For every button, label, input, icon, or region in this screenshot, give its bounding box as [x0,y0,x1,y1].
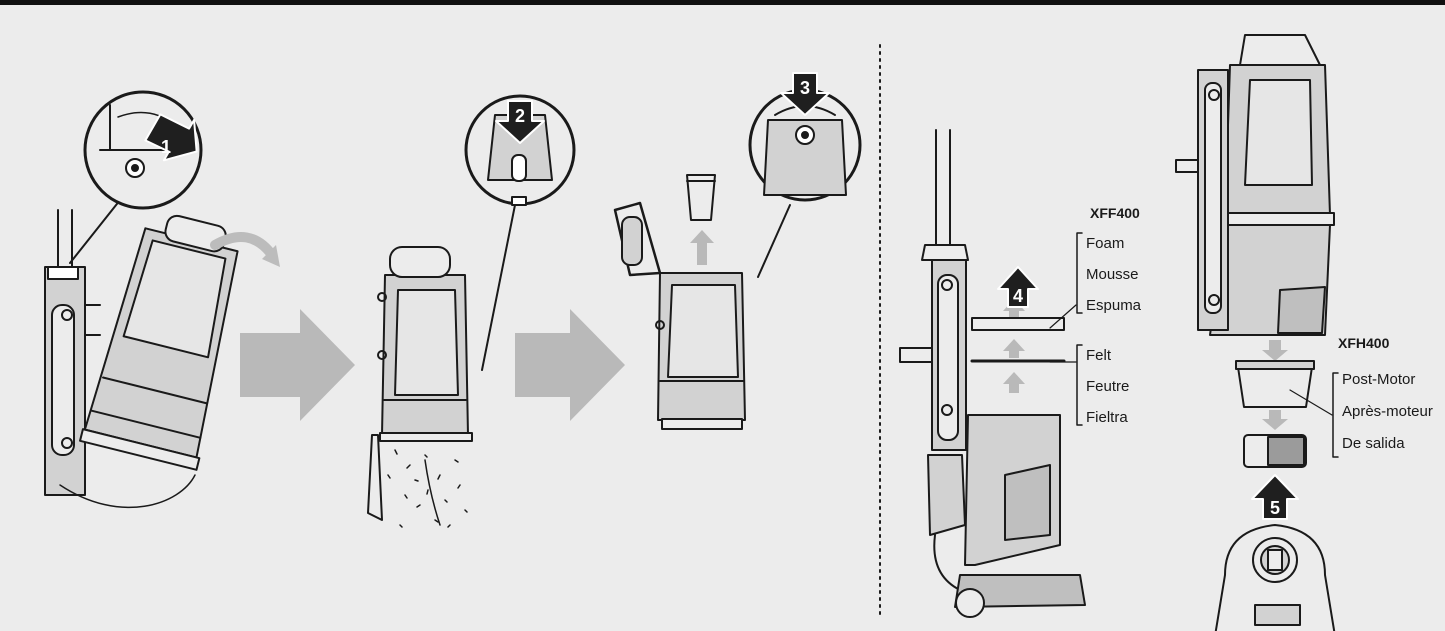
model-label-xfh400: XFH400 [1338,335,1390,351]
step-5-badge [1251,474,1299,520]
foam-filter [971,317,1065,331]
flow-arrow-2 [515,309,625,421]
label-foam-es: Espuma [1086,297,1142,314]
step-1-number: 1 [161,137,171,157]
bracket-foam [1076,232,1083,314]
label-felt-fr: Feutre [1086,378,1130,395]
label-felt-es: Fieltra [1086,409,1128,426]
step-4-number: 4 [1013,286,1023,306]
label-post-motor-fr: Après-moteur [1342,403,1433,420]
label-felt-en: Felt [1086,347,1112,364]
label-post-motor-es: De salida [1342,435,1405,452]
up-arrow-felt-bottom [1003,372,1025,393]
vacuum-body-pre-motor [899,129,1086,618]
filter-cup [686,174,716,221]
rotate-arrow-icon [210,232,280,267]
step-3-number: 3 [800,78,810,98]
step-1-badge [144,113,198,162]
bracket-post-motor [1332,372,1339,458]
step-2-number: 2 [515,106,525,126]
step-3-badge [780,72,830,116]
up-arrow-filter [690,230,714,265]
vacuum-body-upright [1175,34,1335,336]
label-post-motor-en: Post-Motor [1342,371,1416,388]
vacuum-base-bottom [1214,524,1336,631]
illustration-canvas: 1 2 3 4 5 [44,34,1339,631]
dirt-particles [387,449,468,528]
label-foam-en: Foam [1086,235,1125,252]
canister-empty [367,246,473,521]
step-4-badge [997,266,1039,308]
down-arrow-1 [1262,340,1288,361]
flow-arrow-1 [240,309,355,421]
canister-tilted [79,214,239,471]
post-motor-filter-grille [1243,434,1307,468]
detail-circle-3 [748,88,862,278]
canister-open [613,201,746,430]
step-5-number: 5 [1270,498,1280,518]
down-arrow-2 [1262,410,1288,430]
model-label-xff400: XFF400 [1090,205,1140,221]
step-2-badge [495,100,545,144]
vacuum-handle-left [44,209,101,496]
label-foam-fr: Mousse [1086,266,1139,283]
post-motor-filter-cup [1235,360,1315,408]
up-arrow-felt-top [1003,339,1025,358]
bracket-felt [1076,344,1083,426]
